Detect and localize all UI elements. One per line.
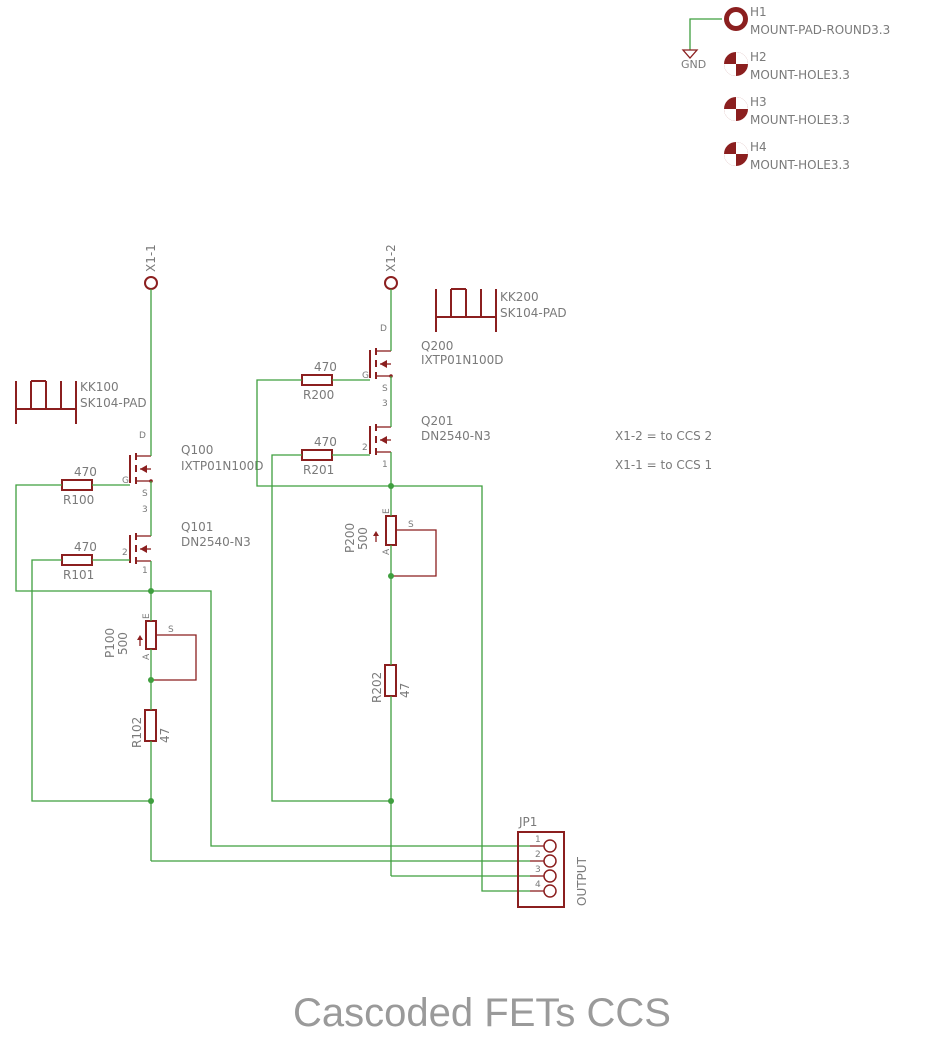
q201-value: DN2540-N3 (421, 429, 491, 443)
mount-h1: H1 MOUNT-PAD-ROUND3.3 (724, 5, 890, 37)
gnd-label: GND (681, 58, 706, 71)
fet-q201: 2 1 Q201 DN2540-N3 (362, 414, 491, 470)
q200-pin-g: G (362, 371, 369, 381)
q200-pin-d: D (380, 324, 387, 334)
q100-value: IXTP01N100D (181, 459, 264, 473)
q100-pin-3: 3 (142, 505, 148, 515)
q101-pin-2: 2 (122, 548, 128, 558)
q200-value: IXTP01N100D (421, 353, 504, 367)
p200-value: 500 (356, 527, 370, 550)
q100-pin-g: G (122, 476, 129, 486)
r201-value: 470 (314, 435, 337, 449)
resistor-r100: 470 R100 (61, 465, 97, 507)
q201-pin-1: 1 (382, 460, 388, 470)
pot-p100: E A S P100 500 (103, 613, 197, 681)
p200-ref: P200 (343, 523, 357, 553)
h1-ref: H1 (750, 5, 767, 19)
q201-ref: Q201 (421, 414, 453, 428)
p100-pin-s: S (168, 625, 174, 635)
mount-h2: H2 MOUNT-HOLE3.3 (724, 50, 850, 82)
jp1-pin-3: 3 (535, 865, 541, 875)
wires-right (256, 289, 530, 892)
note-x11: X1-1 = to CCS 1 (615, 458, 712, 472)
p100-pin-e: E (142, 613, 152, 619)
q100-ref: Q100 (181, 443, 213, 457)
gnd-symbol: GND (681, 18, 722, 71)
jp1-pin-2: 2 (535, 850, 541, 860)
mount-h3: H3 MOUNT-HOLE3.3 (724, 95, 850, 127)
heatsink-kk200: KK200 SK104-PAD (435, 288, 567, 332)
q200-pin-s: S (382, 384, 388, 394)
resistor-r200: 470 R200 (301, 360, 337, 402)
jp1-ref: JP1 (518, 815, 537, 829)
connector-jp1: JP1 OUTPUT 1 2 3 4 (517, 815, 589, 908)
resistor-r201: 470 R201 (301, 435, 337, 477)
fet-q100: D S G 3 Q100 IXTP01N100D (122, 431, 264, 515)
resistor-r202: R202 47 (370, 664, 412, 703)
note-x12: X1-2 = to CCS 2 (615, 429, 712, 443)
fet-q200: D S G 3 Q200 IXTP01N100D (362, 324, 504, 409)
heatsink-kk100: KK100 SK104-PAD (15, 380, 147, 424)
pot-p200: E A S P200 500 (343, 508, 437, 577)
r102-ref: R102 (130, 717, 144, 748)
kk100-value: SK104-PAD (80, 396, 147, 410)
x11-label: X1-1 (144, 244, 158, 272)
p200-pin-a: A (382, 548, 392, 555)
q200-ref: Q200 (421, 339, 453, 353)
h3-value: MOUNT-HOLE3.3 (750, 113, 850, 127)
terminal-x1-1: X1-1 (144, 244, 158, 290)
q200-pin-3: 3 (382, 399, 388, 409)
r202-ref: R202 (370, 672, 384, 703)
jp1-pin-1: 1 (535, 835, 541, 845)
q100-pin-d: D (139, 431, 146, 441)
kk200-ref: KK200 (500, 290, 539, 304)
r201-ref: R201 (303, 463, 334, 477)
h2-ref: H2 (750, 50, 767, 64)
terminal-x1-2: X1-2 (384, 244, 398, 290)
fet-q101: 2 1 Q101 DN2540-N3 (122, 520, 251, 576)
h4-ref: H4 (750, 140, 767, 154)
h4-value: MOUNT-HOLE3.3 (750, 158, 850, 172)
h2-value: MOUNT-HOLE3.3 (750, 68, 850, 82)
jp1-pin-4: 4 (535, 880, 541, 890)
r200-ref: R200 (303, 388, 334, 402)
p100-ref: P100 (103, 628, 117, 658)
resistor-r101: 470 R101 (61, 540, 97, 582)
r100-value: 470 (74, 465, 97, 479)
q101-pin-1: 1 (142, 566, 148, 576)
r202-value: 47 (398, 683, 412, 698)
p200-pin-s: S (408, 520, 414, 530)
r102-value: 47 (158, 728, 172, 743)
q101-ref: Q101 (181, 520, 213, 534)
h1-value: MOUNT-PAD-ROUND3.3 (750, 23, 890, 37)
mount-h4: H4 MOUNT-HOLE3.3 (724, 140, 850, 172)
q201-pin-2: 2 (362, 443, 368, 453)
r101-ref: R101 (63, 568, 94, 582)
p200-pin-e: E (382, 508, 392, 514)
schematic-title: Cascoded FETs CCS (293, 991, 671, 1035)
jp1-name: OUTPUT (575, 856, 589, 906)
p100-pin-a: A (142, 653, 152, 660)
h3-ref: H3 (750, 95, 767, 109)
q100-pin-s: S (142, 489, 148, 499)
x12-label: X1-2 (384, 244, 398, 272)
r101-value: 470 (74, 540, 97, 554)
q101-value: DN2540-N3 (181, 535, 251, 549)
kk200-value: SK104-PAD (500, 306, 567, 320)
r200-value: 470 (314, 360, 337, 374)
r100-ref: R100 (63, 493, 94, 507)
wires-left (15, 289, 530, 862)
kk100-ref: KK100 (80, 380, 119, 394)
p100-value: 500 (116, 632, 130, 655)
